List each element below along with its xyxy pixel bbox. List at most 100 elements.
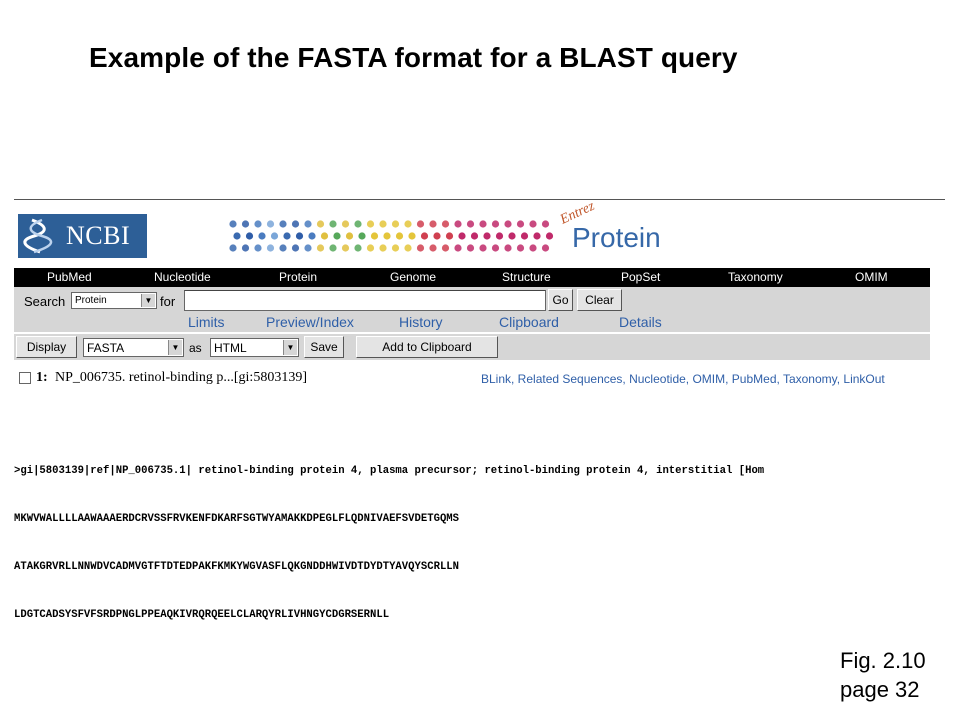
result-title-link[interactable]: NP_006735. retinol-binding p...[gi:58031…: [55, 370, 307, 385]
banner-dot: [341, 244, 350, 252]
banner-dot: [383, 232, 391, 240]
figure-caption: Fig. 2.10 page 32: [840, 646, 926, 704]
go-button[interactable]: Go: [548, 289, 573, 311]
slide-title: Example of the FASTA format for a BLAST …: [89, 42, 738, 73]
banner-dot: [391, 244, 400, 252]
banner-dot: [529, 220, 537, 228]
nav-structure[interactable]: Structure: [502, 270, 551, 284]
banner-dot: [270, 232, 279, 240]
banner-dot: [508, 232, 516, 240]
banner-dot: [304, 220, 312, 228]
output-format-select[interactable]: HTML ▼: [210, 338, 299, 357]
dna-helix-icon: [23, 218, 53, 254]
database-select[interactable]: Protein ▼: [71, 292, 157, 309]
banner-dot: [266, 244, 275, 252]
fasta-sequence-output: >gi|5803139|ref|NP_006735.1| retinol-bin…: [14, 431, 945, 639]
nav-genome[interactable]: Genome: [390, 270, 437, 284]
banner-dot: [295, 232, 304, 240]
banner-dot: [520, 232, 529, 240]
banner-dot: [316, 220, 325, 228]
nav-popset[interactable]: PopSet: [621, 270, 661, 284]
banner-dot: [533, 232, 541, 240]
banner-dot: [329, 244, 337, 252]
banner-dot: [291, 244, 300, 252]
banner-dot: [516, 220, 525, 228]
banner-dot: [354, 220, 362, 228]
nav-protein[interactable]: Protein: [279, 270, 318, 284]
history-tab[interactable]: History: [399, 314, 443, 330]
banner-dot: [291, 220, 300, 228]
clipboard-tab[interactable]: Clipboard: [499, 314, 559, 330]
clear-button[interactable]: Clear: [577, 289, 622, 311]
preview-index-tab[interactable]: Preview/Index: [266, 314, 354, 330]
banner-dot: [416, 220, 425, 228]
banner-dot: [308, 232, 316, 240]
banner-dots-graphic: [229, 220, 554, 252]
banner-dot: [541, 244, 550, 252]
banner-dot: [491, 244, 500, 252]
banner-dot: [529, 244, 537, 252]
banner-dot: [241, 220, 250, 228]
top-divider: [14, 199, 945, 200]
banner-dot: [516, 244, 525, 252]
entrez-protein-banner: Entrez Protein: [227, 199, 679, 260]
banner-dot: [366, 220, 375, 228]
banner-dot: [366, 244, 375, 252]
format-select[interactable]: FASTA ▼: [83, 338, 184, 357]
banner-dot: [433, 232, 441, 240]
banner-dot: [229, 220, 237, 228]
banner-dot: [391, 220, 400, 228]
for-label: for: [160, 294, 176, 309]
ncbi-logo-text: NCBI: [66, 221, 131, 250]
search-query-input[interactable]: [184, 290, 546, 311]
banner-dot: [395, 232, 404, 240]
banner-dot: [358, 232, 366, 240]
chevron-down-icon: ▼: [283, 340, 297, 355]
fasta-header-line: >gi|5803139|ref|NP_006735.1| retinol-bin…: [14, 465, 765, 477]
fasta-sequence-line: MKWVWALLLLAAWAAAERDCRVSSFRVKENFDKARFSGTW…: [14, 513, 460, 525]
banner-dot: [329, 220, 337, 228]
as-label: as: [189, 341, 202, 355]
nav-nucleotide[interactable]: Nucleotide: [154, 270, 211, 284]
banner-dot: [441, 244, 450, 252]
banner-dot: [279, 244, 287, 252]
banner-dot: [404, 220, 412, 228]
banner-dot: [420, 232, 429, 240]
ncbi-logo[interactable]: NCBI: [18, 214, 147, 258]
result-checkbox[interactable]: [19, 372, 31, 384]
save-button[interactable]: Save: [304, 336, 344, 358]
result-number: 1:: [36, 370, 48, 385]
nav-omim[interactable]: OMIM: [855, 270, 888, 284]
banner-dot: [304, 244, 312, 252]
display-panel: Display FASTA ▼ as HTML ▼ Save Add to Cl…: [14, 334, 930, 360]
banner-dot: [429, 244, 437, 252]
result-row: 1: NP_006735. retinol-binding p...[gi:58…: [19, 370, 939, 388]
add-to-clipboard-button[interactable]: Add to Clipboard: [356, 336, 498, 358]
banner-dot: [229, 244, 237, 252]
banner-dot: [258, 232, 266, 240]
banner-dot: [504, 220, 512, 228]
banner-dot: [445, 232, 454, 240]
banner-dot: [454, 220, 462, 228]
banner-protein-text: Protein: [572, 222, 661, 253]
banner-dot: [245, 232, 254, 240]
details-tab[interactable]: Details: [619, 314, 662, 330]
banner-dot: [333, 232, 341, 240]
output-format-select-value: HTML: [214, 340, 247, 355]
banner-dot: [466, 220, 475, 228]
banner-dot: [266, 220, 275, 228]
limits-tab[interactable]: Limits: [188, 314, 225, 330]
banner-dot: [541, 220, 550, 228]
banner-dot: [429, 220, 437, 228]
nav-taxonomy[interactable]: Taxonomy: [728, 270, 783, 284]
banner-dot: [466, 244, 475, 252]
nav-pubmed[interactable]: PubMed: [47, 270, 92, 284]
banner-dot: [283, 232, 291, 240]
banner-dot: [470, 232, 479, 240]
search-label: Search: [24, 294, 66, 309]
display-button[interactable]: Display: [16, 336, 77, 358]
result-related-links[interactable]: BLink, Related Sequences, Nucleotide, OM…: [481, 372, 885, 386]
database-nav-bar: PubMed Nucleotide Protein Genome Structu…: [14, 268, 930, 287]
fasta-sequence-line: ATAKGRVRLLNNWDVCADMVGTFTDTEDPAKFKMKYWGVA…: [14, 561, 460, 573]
database-select-value: Protein: [75, 295, 107, 306]
